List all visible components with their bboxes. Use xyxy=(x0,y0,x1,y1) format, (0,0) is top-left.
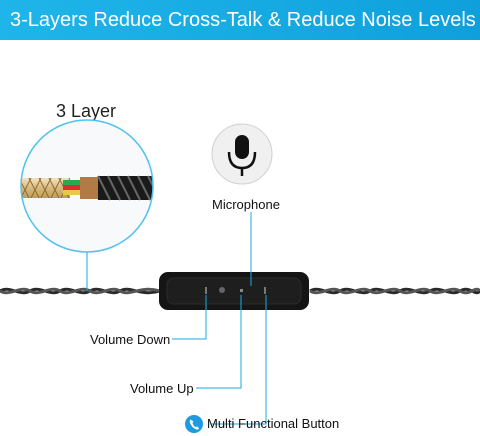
volume-up-button[interactable] xyxy=(240,289,243,292)
microphone-icon xyxy=(211,123,273,185)
volume-up-label: Volume Up xyxy=(130,381,194,396)
volume-down-label: Volume Down xyxy=(90,332,171,347)
multi-function-button[interactable] xyxy=(264,287,266,294)
leader-lines xyxy=(86,212,267,425)
volume-down-button[interactable] xyxy=(205,287,207,294)
mic-hole xyxy=(219,287,225,293)
microphone-label: Microphone xyxy=(212,197,280,212)
cable-layers-zoom xyxy=(20,119,154,253)
title-banner: 3-Layers Reduce Cross-Talk & Reduce Nois… xyxy=(0,0,480,40)
inline-remote xyxy=(159,272,309,310)
multi-function-label: Multi Functional Button xyxy=(207,416,340,431)
cable xyxy=(0,287,480,295)
phone-icon xyxy=(185,415,203,433)
layer-title: 3 Layer xyxy=(56,101,117,121)
banner-title: 3-Layers Reduce Cross-Talk & Reduce Nois… xyxy=(10,9,476,31)
